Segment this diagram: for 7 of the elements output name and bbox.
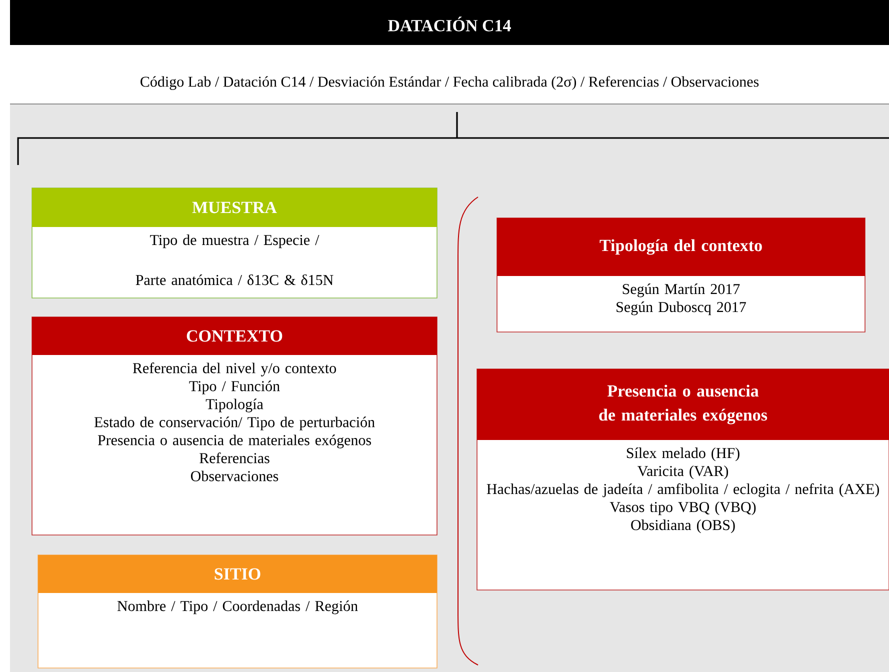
info-card: SITIO Nombre / Tipo / Coordenadas / Región — [38, 554, 438, 668]
info-card: Presencia o ausencia de materiales exógenos Sílex melado (HF) Varicita (VAR) Hachas/azuelas de jadeíta / amfibolita / eclogita / nefrita (AXE) Vasos tipo VBQ (VBQ) Obsidiana (OBS) — [476, 368, 889, 590]
info-card: Tipología del contexto Según Martín 2017 Según Duboscq 2017 — [496, 218, 866, 332]
info-card: MUESTRA Tipo de muestra / Especie / Parte anatómica / δ13C & δ15N — [32, 188, 438, 298]
title-bar: DATACIÓN C14 — [10, 0, 889, 45]
subtitle-text: Código Lab / Datación C14 / Desviación Estándar / Fecha calibrada (2σ) / Referencias / Observaciones — [140, 76, 759, 90]
info-card: CONTEXTO Referencia del nivel y/o contexto Tipo / Función Tipología Estado de conservación/ Tipo de perturbación Presencia o ausencia de materiales exógenos Referencias Observaciones — [32, 316, 438, 536]
